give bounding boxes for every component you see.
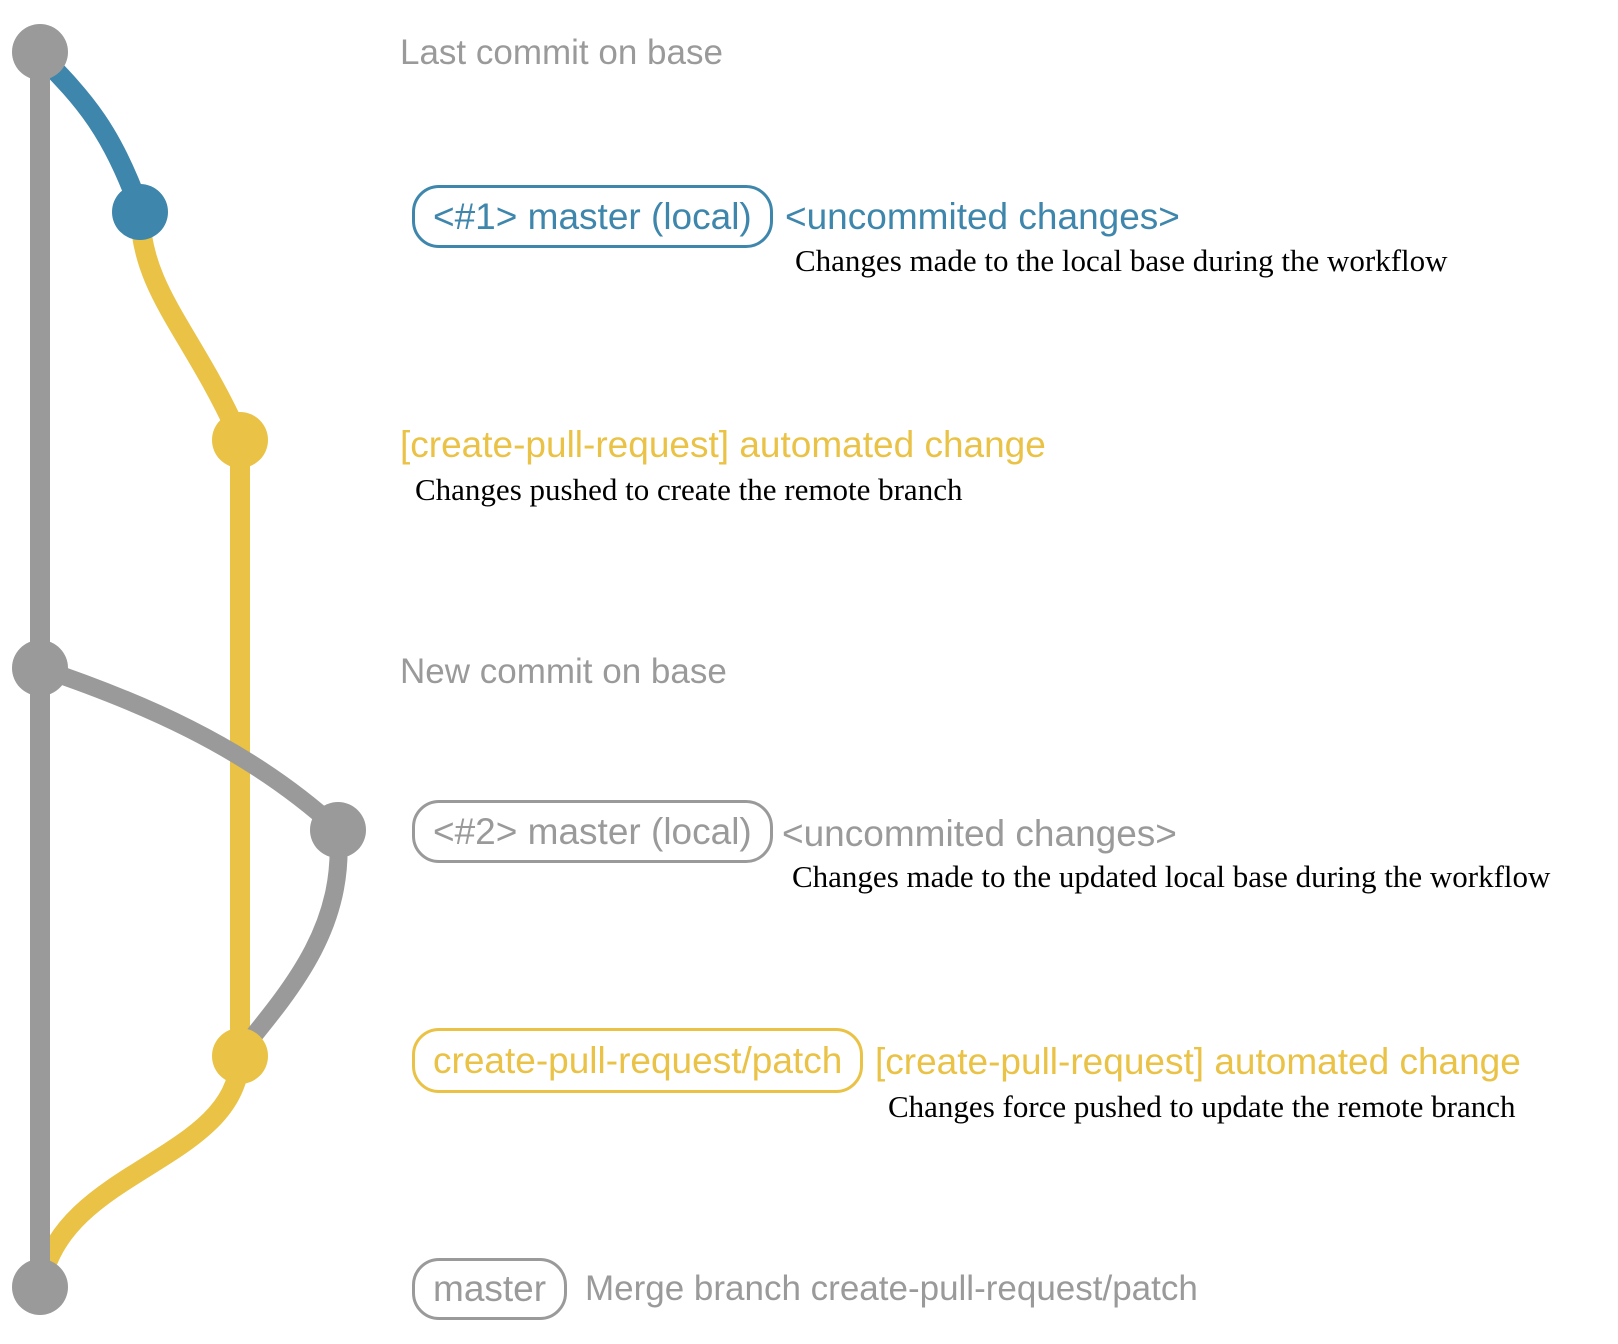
- branch-badge-master: master: [412, 1258, 568, 1320]
- commit-dot-merge: [12, 1259, 68, 1315]
- branch-badge-create-pull-request-patch: create-pull-request/patch: [412, 1028, 864, 1093]
- commit-dot-local-2: [310, 802, 366, 858]
- commit-message-uncommited-1: <uncommited changes>: [785, 196, 1180, 237]
- commit-message-uncommited-2: <uncommited changes>: [782, 813, 1177, 854]
- commit-message-merge: Merge branch create-pull-request/patch: [585, 1269, 1198, 1308]
- edge-remote2-to-merge: [31, 1057, 250, 1287]
- edge-local2-to-remote2: [235, 831, 348, 1056]
- commit-dot-remote-2: [212, 1028, 268, 1084]
- commit-message-automated-2: [create-pull-request] automated change: [875, 1041, 1521, 1082]
- branch-badge-master-local-2: <#2> master (local): [412, 800, 773, 863]
- branch-badge-master-local-2-label: <#2> master (local): [433, 810, 752, 852]
- branch-badge-master-local-1-label: <#1> master (local): [433, 195, 752, 237]
- commit-dot-last-base: [12, 24, 68, 80]
- annotation-local-changes-2: Changes made to the updated local base d…: [792, 859, 1551, 894]
- annotation-local-changes-1: Changes made to the local base during th…: [795, 243, 1448, 278]
- annotation-force-pushed: Changes force pushed to update the remot…: [888, 1089, 1516, 1124]
- commit-dot-remote-1: [212, 412, 268, 468]
- label-new-commit-on-base: New commit on base: [400, 652, 727, 691]
- edge-base-to-local2: [37, 659, 343, 835]
- edge-base-to-local1: [32, 47, 149, 211]
- commit-message-automated-1: [create-pull-request] automated change: [400, 424, 1046, 465]
- branch-badge-master-local-1: <#1> master (local): [412, 185, 773, 248]
- commit-dot-local-1: [112, 184, 168, 240]
- branch-badge-master-label: master: [433, 1268, 547, 1309]
- commit-dot-new-base: [12, 640, 68, 696]
- branch-badge-create-pull-request-patch-label: create-pull-request/patch: [433, 1039, 843, 1081]
- label-last-commit-on-base: Last commit on base: [400, 33, 723, 72]
- edge-local1-to-remote1: [130, 213, 246, 435]
- annotation-pushed-1: Changes pushed to create the remote bran…: [415, 472, 963, 507]
